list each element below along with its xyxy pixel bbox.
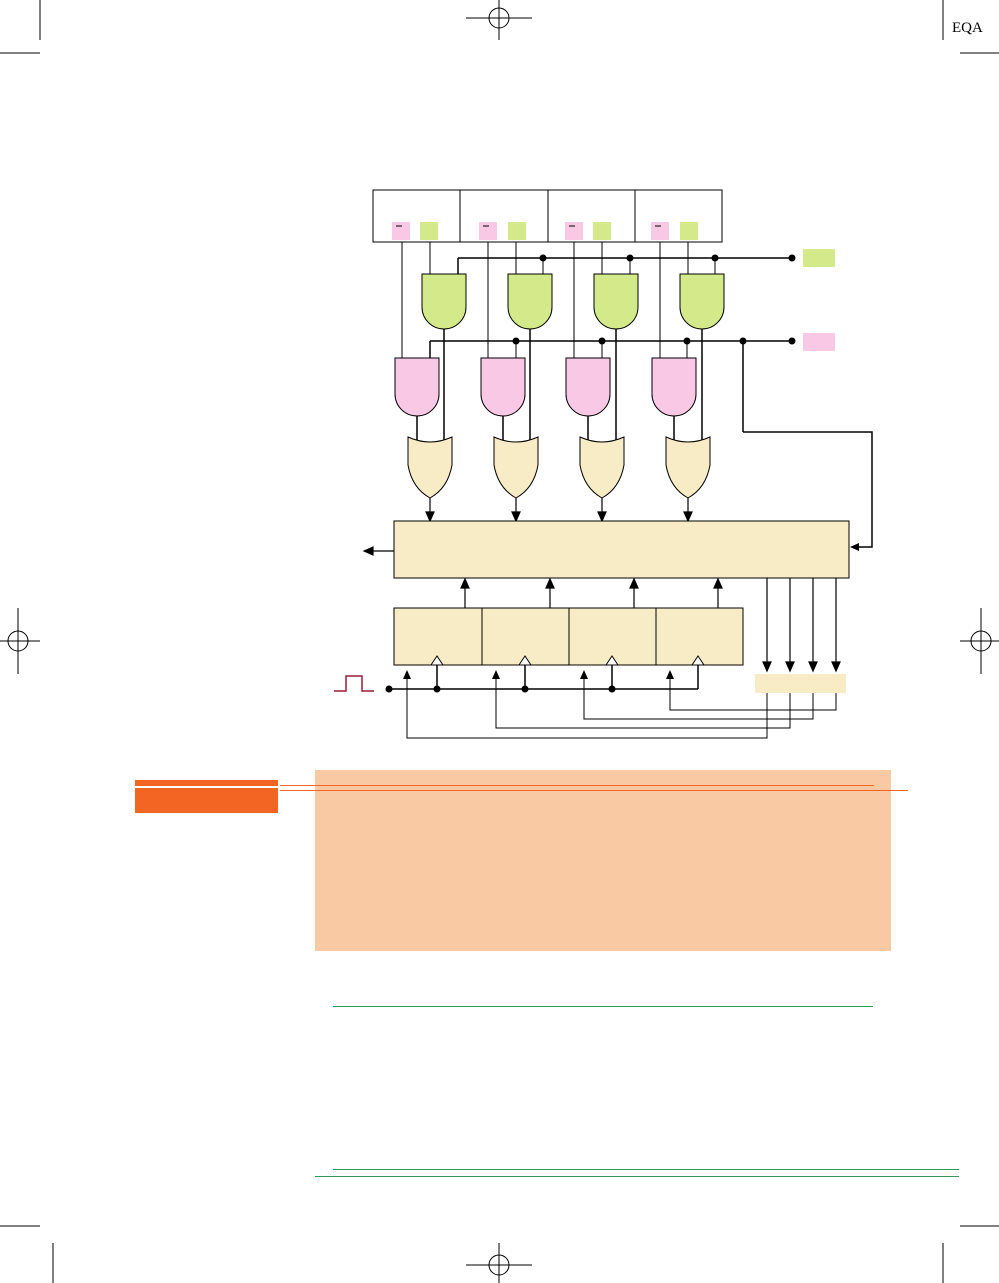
section-tab — [135, 780, 278, 813]
note-rule — [280, 790, 908, 791]
pink-and-gates — [394, 357, 697, 417]
clock-bus — [389, 665, 699, 690]
green-and-gates — [421, 273, 725, 330]
main-block-down-arrows — [762, 578, 841, 673]
divider-rule — [315, 1176, 959, 1177]
clock-junctions — [385, 685, 616, 693]
control-label-green — [803, 249, 835, 267]
header-code: EQA — [952, 20, 983, 36]
output-latch-block — [755, 674, 846, 693]
registration-mark-right — [960, 608, 999, 674]
flip-flop-up-arrows — [460, 577, 723, 608]
control-label-pink — [803, 333, 835, 351]
feedback-arrowheads — [403, 670, 674, 679]
highlight-note-box — [315, 770, 891, 951]
pink-gate-outputs — [416, 416, 675, 440]
feedback-lines — [406, 676, 837, 739]
divider-rule — [333, 1006, 873, 1007]
registration-mark-top — [466, 0, 532, 40]
clock-pulse-symbol — [334, 675, 374, 692]
control-lines — [429, 257, 873, 548]
control-junctions — [512, 254, 796, 345]
registration-mark-left — [0, 608, 40, 674]
or-gate-output-arrows — [425, 498, 693, 523]
input-register-green-labels — [420, 222, 698, 240]
feedback-arrowhead — [850, 543, 859, 551]
flip-flop-row — [393, 607, 744, 666]
registration-mark-bottom — [466, 1243, 532, 1283]
or-gates — [407, 436, 711, 499]
note-rule — [280, 785, 874, 786]
bit-lines — [401, 242, 716, 360]
main-block-output-arrow — [362, 546, 394, 556]
section-tab-line — [135, 786, 278, 788]
divider-rule — [333, 1169, 959, 1170]
green-gate-outputs — [443, 329, 703, 440]
main-logic-block — [393, 520, 850, 579]
